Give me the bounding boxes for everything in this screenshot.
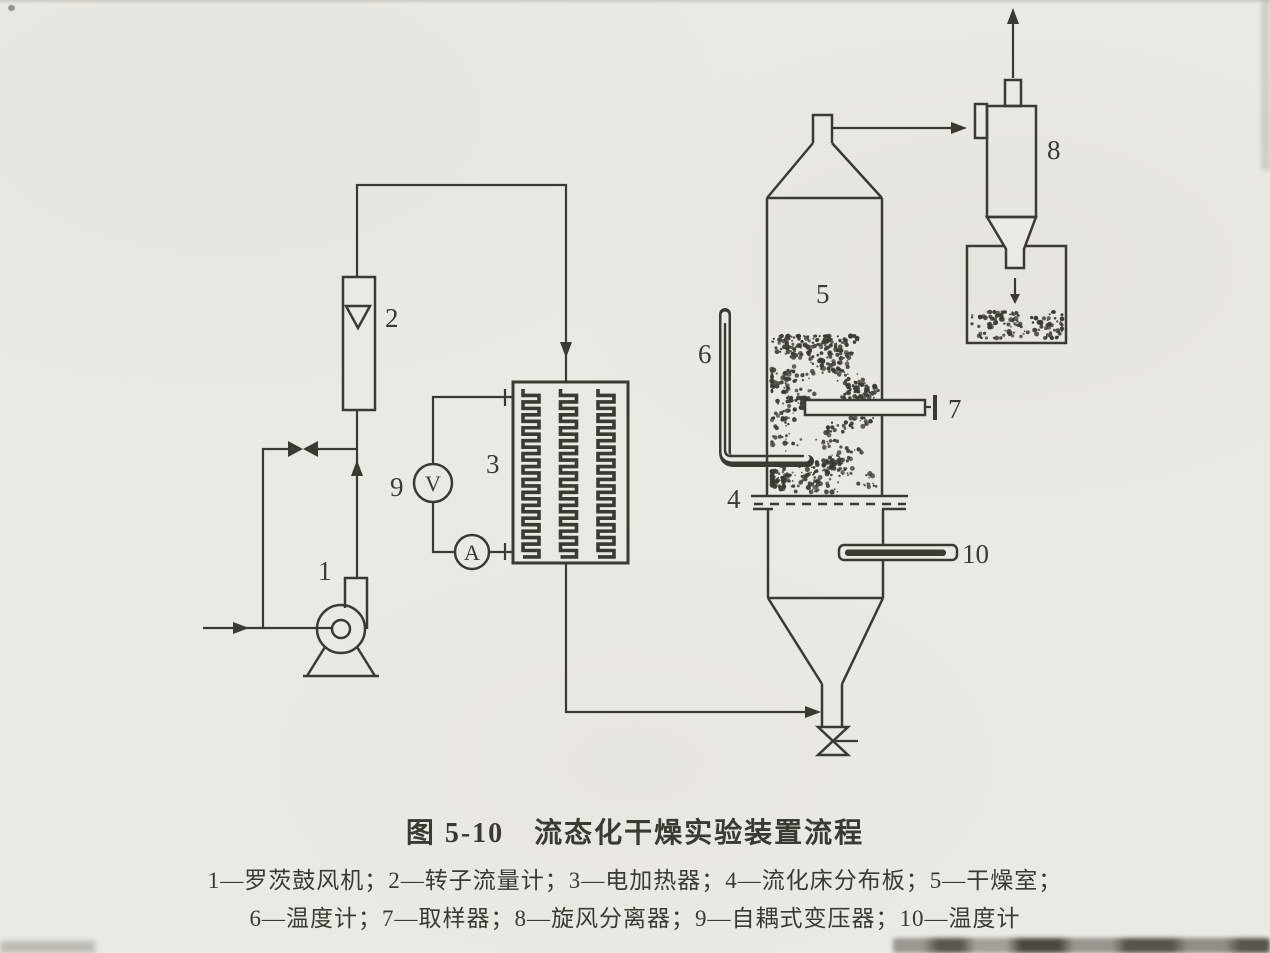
distribution-plate-symbol [751,494,908,506]
piping [203,122,967,718]
component-number-labels: 1 2 3 4 5 6 7 8 9 10 [318,135,1061,586]
collected-particles [970,309,1065,341]
label-chamber: 5 [816,279,830,309]
figure-legend-line1: 1—罗茨鼓风机；2—转子流量计；3—电加热器；4—流化床分布板；5—干燥室； [207,868,1063,893]
sampler-symbol [803,395,937,420]
drying-chamber-outline [753,113,906,727]
figure-legend-line2: 6—温度计；7—取样器；8—旋风分离器；9—自耦式变压器；10—温度计 [249,906,1021,931]
discharge-valve-symbol [814,725,858,757]
figure-caption: 图 5-10 流态化干燥实验装置流程 [405,818,865,849]
label-blower: 1 [318,556,332,586]
label-heater: 3 [486,449,500,479]
label-rotameter: 2 [385,303,399,333]
label-thermo10: 10 [962,539,989,569]
label-transformer: 9 [390,472,404,502]
electric-heater-symbol [511,380,630,565]
heater-coils [521,389,616,559]
bypass-valve-symbol [288,441,318,457]
cyclone-separator-symbol [965,8,1068,345]
roots-blower-symbol [303,576,379,678]
label-sampler: 7 [948,394,962,424]
ammeter-letter: A [464,540,480,565]
label-cyclone: 8 [1047,135,1061,165]
meter-circuit: V A [412,389,513,571]
label-plate: 4 [727,484,741,514]
thermometer-6-symbol [719,308,814,467]
rotameter-symbol [341,275,377,412]
label-thermo6: 6 [698,339,712,369]
voltmeter-letter: V [425,471,441,496]
thermometer-10-symbol [837,543,959,562]
